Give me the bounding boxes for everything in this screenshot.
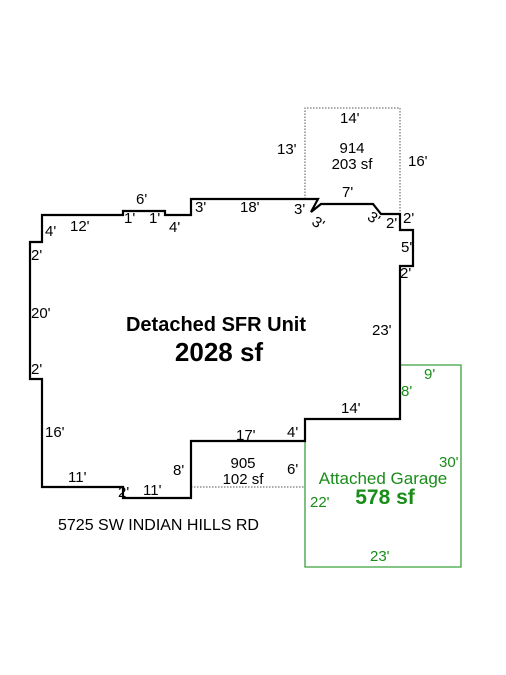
dim-label: 4' [45, 223, 56, 240]
dim-label: 17' [236, 427, 256, 444]
dim-label: 2' [31, 361, 42, 378]
dim-label: 18' [240, 199, 260, 216]
dim-label: 2' [31, 247, 42, 264]
bottom-annex-area: 102 sf [223, 471, 265, 488]
garage-label: Attached Garage [319, 469, 448, 488]
property-address: 5725 SW INDIAN HILLS RD [58, 517, 259, 534]
top-annex-dim: 16' [408, 153, 428, 170]
main-unit-label: Detached SFR Unit [126, 314, 306, 336]
top-annex-dim: 13' [277, 141, 297, 158]
dim-label: 11' [143, 482, 162, 499]
main-unit-area: 2028 sf [175, 337, 264, 367]
garage-dim: 23' [370, 548, 390, 565]
dim-label: 16' [45, 424, 65, 441]
dim-label: 8' [173, 462, 184, 479]
dim-label: 1' [124, 210, 135, 227]
dim-label: 6' [287, 461, 298, 478]
dim-label: 5' [401, 239, 412, 256]
top-annex-dim: 14' [340, 110, 360, 127]
dim-label: 23' [372, 322, 392, 339]
top-annex-code: 914 [339, 140, 364, 157]
garage-outline [304, 364, 462, 568]
dim-label: 6' [136, 191, 147, 208]
dim-label: 14' [341, 400, 361, 417]
bottom-annex-code: 905 [230, 455, 255, 472]
garage-dim: 30' [439, 454, 459, 471]
garage-dim: 9' [424, 366, 435, 383]
dim-label: 2' [400, 265, 411, 282]
dim-label: 3' [294, 201, 305, 218]
dim-label: 8' [401, 383, 412, 400]
top-annex-area: 203 sf [332, 156, 374, 173]
main-unit-outline [28, 197, 415, 500]
dim-label: 20' [31, 305, 51, 322]
dim-label: 3' [308, 213, 327, 233]
dim-label: 7' [342, 184, 353, 201]
dim-label: 2' [118, 484, 129, 501]
garage-area: 578 sf [355, 486, 416, 509]
dim-label: 2' [386, 215, 397, 232]
top-annex-outline [304, 107, 401, 214]
dim-label: 12' [70, 218, 90, 235]
dim-label: 3' [195, 199, 206, 216]
dim-label: 1' [149, 210, 160, 227]
garage-dim: 22' [310, 494, 330, 511]
dim-label: 4' [287, 424, 298, 441]
dim-label: 2' [403, 210, 414, 227]
dim-label: 4' [169, 219, 180, 236]
dim-label: 11' [68, 469, 87, 486]
